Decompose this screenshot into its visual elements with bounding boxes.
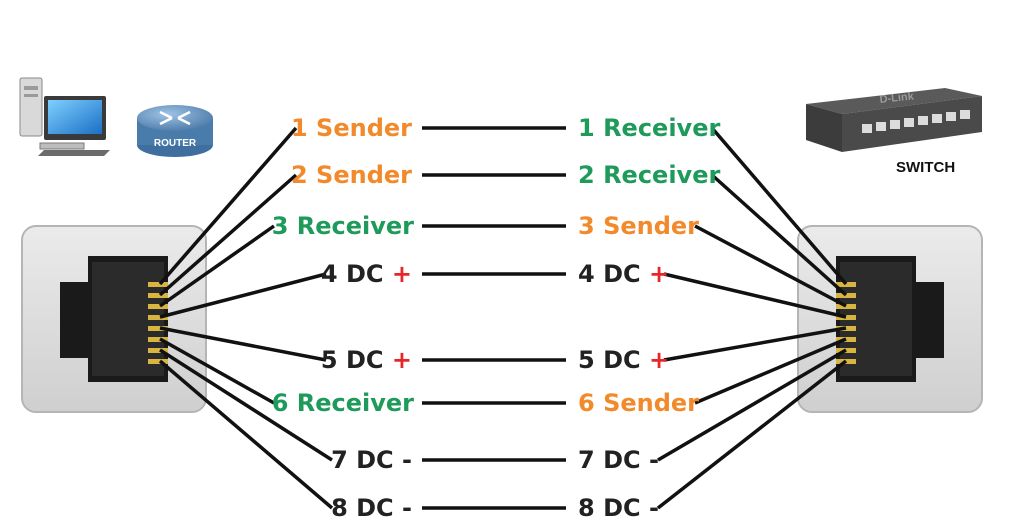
network-switch-icon: D-Link SWITCH (806, 88, 982, 176)
wires (158, 126, 848, 510)
wire-right-2 (710, 173, 848, 297)
rj45-port-icon (797, 225, 983, 413)
wire-left-8 (158, 359, 334, 510)
left-pin-label-2: 2 Sender (291, 161, 412, 189)
wire-right-6 (694, 337, 847, 405)
gold-pin-left (148, 293, 168, 298)
router-label: ROUTER (154, 138, 197, 149)
right-pin-label-5: 5 DC + (578, 346, 669, 374)
left-pin-label-4: 4 DC + (321, 260, 412, 288)
wire-right-8 (656, 359, 848, 510)
left-pin-label-1: 1 Sender (291, 114, 412, 142)
left-pin-label-8: 8 DC - (331, 494, 412, 522)
wire-right-7 (657, 348, 847, 462)
gold-pin-left (148, 359, 168, 364)
wire-right-5 (663, 326, 847, 362)
left-pin-label-6: 6 Receiver (272, 389, 414, 417)
gold-pin-left (148, 348, 168, 353)
router-icon: ROUTER (137, 105, 213, 157)
right-pin-label-2: 2 Receiver (578, 161, 720, 189)
gold-pin-left (148, 304, 168, 309)
gold-pin-left (148, 326, 168, 331)
left-jack-pins (148, 282, 168, 364)
wire-left-7 (159, 348, 333, 462)
gold-pin-right (836, 315, 856, 320)
switch-label: SWITCH (896, 159, 955, 176)
wire-right-4 (663, 272, 847, 319)
left-pin-label-7: 7 DC - (331, 446, 412, 474)
pin-labels: 1 Sender 2 Sender 3 Receiver 4 DC + 5 DC + 6 … (272, 114, 721, 522)
right-pin-label-8: 8 DC - (578, 494, 659, 522)
gold-pin-left (148, 337, 168, 342)
wire-left-3 (158, 224, 276, 308)
wire-left-4 (159, 272, 327, 319)
wire-right-3 (694, 224, 847, 308)
right-pin-label-6: 6 Sender (578, 389, 699, 417)
gold-pin-right (836, 293, 856, 298)
desktop-computer-icon (19, 77, 110, 156)
rj45-port-icon (21, 225, 207, 413)
wire-right-1 (710, 126, 848, 286)
left-pin-label-3: 3 Receiver (272, 212, 414, 240)
gold-pin-right (836, 282, 856, 287)
right-pin-label-3: 3 Sender (578, 212, 699, 240)
gold-pin-left (148, 282, 168, 287)
switch-brand: D-Link (879, 90, 915, 106)
gold-pin-right (836, 304, 856, 309)
right-pin-label-1: 1 Receiver (578, 114, 720, 142)
gold-pin-left (148, 315, 168, 320)
wire-left-2 (158, 173, 298, 297)
right-pin-label-4: 4 DC + (578, 260, 669, 288)
wire-left-6 (159, 337, 275, 405)
wire-left-5 (159, 326, 327, 362)
left-pin-label-5: 5 DC + (321, 346, 412, 374)
right-pin-label-7: 7 DC - (578, 446, 659, 474)
wire-left-1 (158, 126, 298, 286)
